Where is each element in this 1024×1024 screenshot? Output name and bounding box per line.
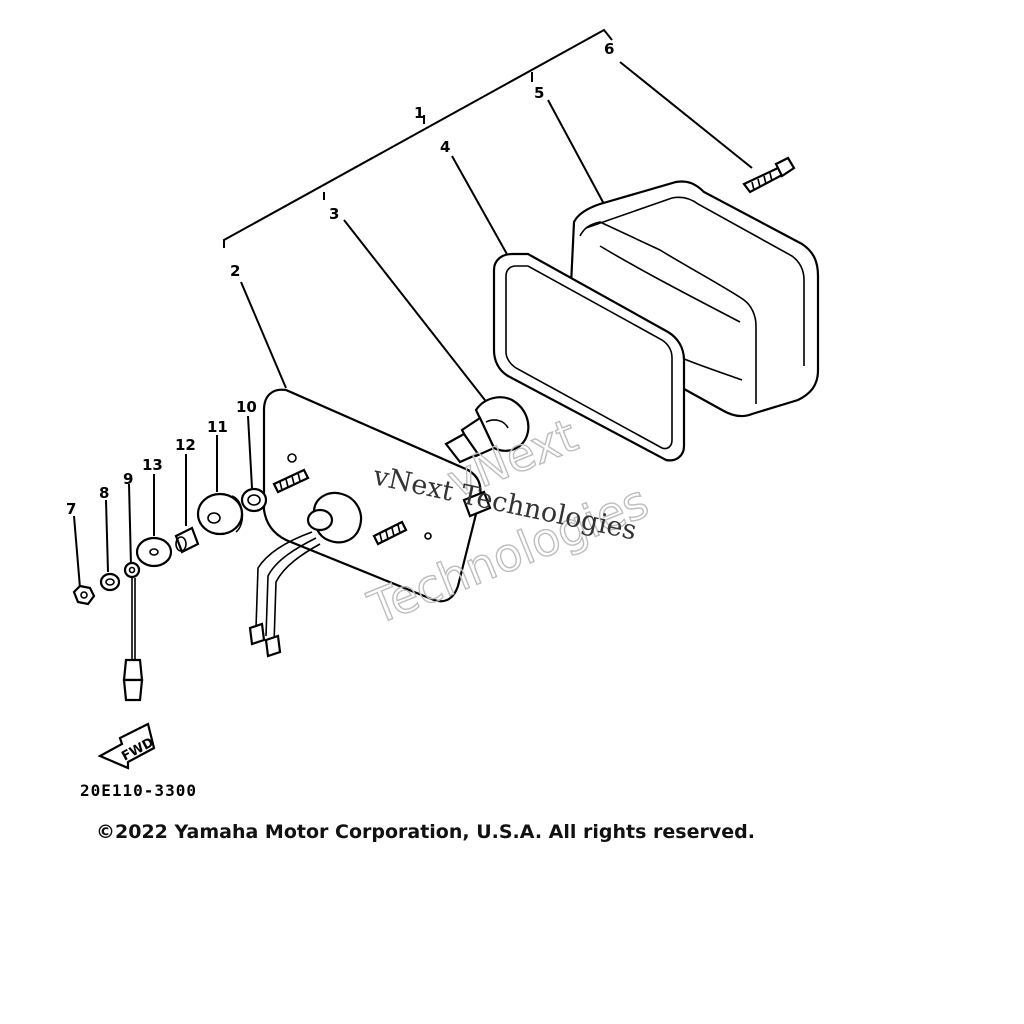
callout-labels: 1 2 3 4 5 6 7 8 9 10 11 12 13 [66,40,614,518]
part-code: 20E110-3300 [80,781,197,800]
callout-9: 9 [123,470,133,488]
leader-lines [73,61,753,589]
callout-3: 3 [329,205,339,223]
callout-10: 10 [236,398,257,416]
callout-8: 8 [99,484,109,502]
callout-1: 1 [414,104,424,122]
screw-part-6 [742,156,796,194]
hardware-parts [72,487,268,702]
fwd-arrow-icon: FWD [97,722,157,770]
assembly-bracket-lines [223,28,613,248]
callout-4: 4 [440,138,450,156]
copyright-text: ©2022 Yamaha Motor Corporation, U.S.A. A… [96,821,755,843]
callout-6: 6 [604,40,614,58]
callout-11: 11 [207,418,228,436]
gasket-part-4 [492,252,686,462]
callout-2: 2 [230,262,240,280]
callout-5: 5 [534,84,544,102]
taillight-base-part-2 [248,388,492,658]
callout-12: 12 [175,436,196,454]
bulb-part-3 [444,396,530,464]
callout-13: 13 [142,456,163,474]
callout-7: 7 [66,500,76,518]
